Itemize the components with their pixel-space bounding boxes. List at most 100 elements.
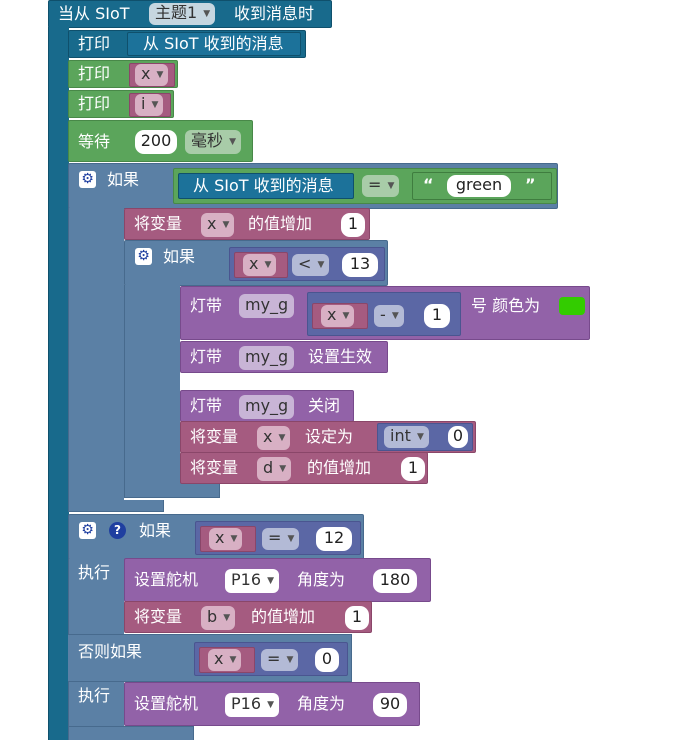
- number-field[interactable]: 12: [316, 527, 352, 551]
- variable-dropdown[interactable]: x▼: [208, 649, 242, 671]
- compare-block[interactable]: x▼ =▼ 12: [195, 521, 361, 555]
- change-variable-block[interactable]: 将变量 b▼ 的值增加 1: [124, 601, 372, 633]
- operator: -: [380, 305, 386, 324]
- led-strip-off-block[interactable]: 灯带 my_g 关闭: [180, 390, 354, 422]
- compare-block[interactable]: 从 SIoT 收到的消息 =▼ “ green ”: [173, 168, 557, 204]
- strip-name: my_g: [245, 295, 289, 314]
- siot-message-label: 从 SIoT 收到的消息: [143, 34, 284, 53]
- help-icon[interactable]: ?: [109, 522, 126, 539]
- led-strip-color-block[interactable]: 灯带 my_g x▼ -▼ 1 号 颜色为: [180, 286, 590, 340]
- variable-dropdown[interactable]: x▼: [257, 426, 291, 450]
- gear-icon[interactable]: ⚙: [79, 171, 96, 188]
- print-block[interactable]: 打印 x▼: [68, 60, 178, 88]
- variable-dropdown[interactable]: x▼: [321, 305, 355, 327]
- variable-dropdown[interactable]: x▼: [135, 64, 169, 86]
- number-field[interactable]: 13: [342, 253, 378, 277]
- change-suffix: 的值增加: [307, 458, 372, 477]
- variable-dropdown[interactable]: d▼: [257, 457, 292, 481]
- do-label: 执行: [78, 563, 111, 582]
- arithmetic-block[interactable]: x▼ -▼ 1: [307, 292, 461, 336]
- variable-name: d: [263, 458, 274, 477]
- wait-label: 等待: [78, 132, 111, 151]
- text-field[interactable]: green: [447, 175, 511, 197]
- dropdown-arrow-icon: ▼: [264, 260, 272, 270]
- strip-name: my_g: [245, 347, 289, 366]
- event-block-spine: [48, 27, 69, 740]
- angle-field[interactable]: 180: [373, 569, 417, 593]
- change-prefix: 将变量: [190, 458, 239, 477]
- gear-icon[interactable]: ⚙: [135, 248, 152, 265]
- variable-value-block[interactable]: x▼: [200, 526, 256, 552]
- dropdown-arrow-icon: ▼: [223, 613, 231, 623]
- operator-dropdown[interactable]: =▼: [261, 649, 299, 671]
- print-block[interactable]: 打印 i▼: [68, 90, 174, 118]
- if-block-header[interactable]: ⚙ 如果 执行 从 SIoT 收到的消息 =▼ “ green ”: [68, 163, 558, 233]
- change-prefix: 将变量: [134, 214, 183, 233]
- dropdown-arrow-icon: ▼: [203, 9, 211, 19]
- led-strip-apply-block[interactable]: 灯带 my_g 设置生效: [180, 341, 388, 373]
- variable-value-block[interactable]: i▼: [129, 93, 171, 117]
- number-field[interactable]: 1: [401, 457, 425, 481]
- variable-value-block[interactable]: x▼: [234, 252, 288, 278]
- pin-dropdown[interactable]: P16▼: [225, 569, 280, 593]
- number-field[interactable]: 0: [315, 648, 339, 672]
- strip-name-field[interactable]: my_g: [239, 395, 295, 419]
- type-dropdown[interactable]: int▼: [384, 426, 429, 448]
- change-variable-block[interactable]: 将变量 x▼ 的值增加 1: [124, 208, 370, 240]
- pin-dropdown[interactable]: P16▼: [225, 693, 280, 717]
- if-block-header[interactable]: ⚙ 如果 执行 否则 x▼ <▼ 13: [124, 240, 388, 413]
- siot-message-event-block[interactable]: 当从 SIoT 主题1▼ 收到消息时: [48, 0, 332, 28]
- do-label: 执行: [78, 686, 111, 705]
- set-servo-block[interactable]: 设置舵机 P16▼ 角度为 90: [124, 682, 420, 726]
- if-block-header[interactable]: ⚙ ? 如果 x▼ =▼ 12: [68, 514, 364, 560]
- set-servo-block[interactable]: 设置舵机 P16▼ 角度为 180: [124, 558, 431, 602]
- operator-dropdown[interactable]: =▼: [262, 528, 300, 550]
- compare-block[interactable]: x▼ =▼ 0: [194, 642, 348, 676]
- pin-name: P16: [231, 694, 262, 713]
- variable-dropdown[interactable]: i▼: [135, 94, 164, 116]
- variable-dropdown[interactable]: x▼: [201, 213, 235, 237]
- variable-dropdown[interactable]: b▼: [201, 606, 236, 630]
- variable-name: x: [214, 649, 224, 668]
- dropdown-arrow-icon: ▼: [278, 433, 286, 443]
- topic-dropdown[interactable]: 主题1▼: [149, 3, 216, 25]
- dropdown-arrow-icon: ▼: [317, 260, 325, 270]
- set-prefix: 将变量: [190, 427, 239, 446]
- number-field[interactable]: 1: [341, 213, 365, 237]
- operator-dropdown[interactable]: =▼: [362, 175, 400, 197]
- variable-name: x: [141, 64, 151, 83]
- variable-value-block[interactable]: x▼: [199, 647, 255, 673]
- number-field[interactable]: 1: [424, 304, 450, 328]
- strip-name-field[interactable]: my_g: [239, 294, 295, 318]
- set-variable-block[interactable]: 将变量 x▼ 设定为 int▼ 0: [180, 421, 476, 453]
- variable-name: x: [263, 427, 273, 446]
- text-value-block[interactable]: “ green ”: [412, 172, 552, 200]
- time-unit-dropdown[interactable]: 毫秒▼: [185, 130, 242, 154]
- operator-dropdown[interactable]: <▼: [292, 254, 330, 276]
- if-block-footer: [68, 726, 194, 740]
- gear-icon[interactable]: ⚙: [79, 522, 96, 539]
- variable-value-block[interactable]: x▼: [129, 63, 175, 87]
- variable-dropdown[interactable]: x▼: [243, 254, 277, 276]
- change-variable-block[interactable]: 将变量 d▼ 的值增加 1: [180, 452, 428, 484]
- time-unit: 毫秒: [191, 131, 224, 150]
- print-label: 打印: [78, 34, 111, 53]
- variable-dropdown[interactable]: x▼: [209, 528, 243, 550]
- if-label: 如果: [163, 247, 196, 266]
- color-swatch[interactable]: [559, 297, 585, 315]
- variable-value-block[interactable]: x▼: [312, 303, 368, 329]
- typed-number-block[interactable]: int▼ 0: [377, 423, 473, 451]
- operator-dropdown[interactable]: -▼: [374, 305, 404, 327]
- strip-name-field[interactable]: my_g: [239, 346, 295, 370]
- print-block[interactable]: 打印 从 SIoT 收到的消息: [68, 30, 306, 58]
- wait-block[interactable]: 等待 200 毫秒▼: [68, 120, 253, 162]
- siot-message-value-block[interactable]: 从 SIoT 收到的消息: [178, 173, 354, 199]
- wait-duration-field[interactable]: 200: [135, 130, 177, 154]
- number-field[interactable]: 1: [345, 606, 369, 630]
- angle-field[interactable]: 90: [373, 693, 407, 717]
- number-field[interactable]: 0: [448, 426, 468, 448]
- quote-close-icon: ”: [525, 175, 536, 194]
- siot-message-value-block[interactable]: 从 SIoT 收到的消息: [127, 32, 301, 56]
- operator: =: [268, 528, 282, 547]
- compare-block[interactable]: x▼ <▼ 13: [229, 247, 385, 281]
